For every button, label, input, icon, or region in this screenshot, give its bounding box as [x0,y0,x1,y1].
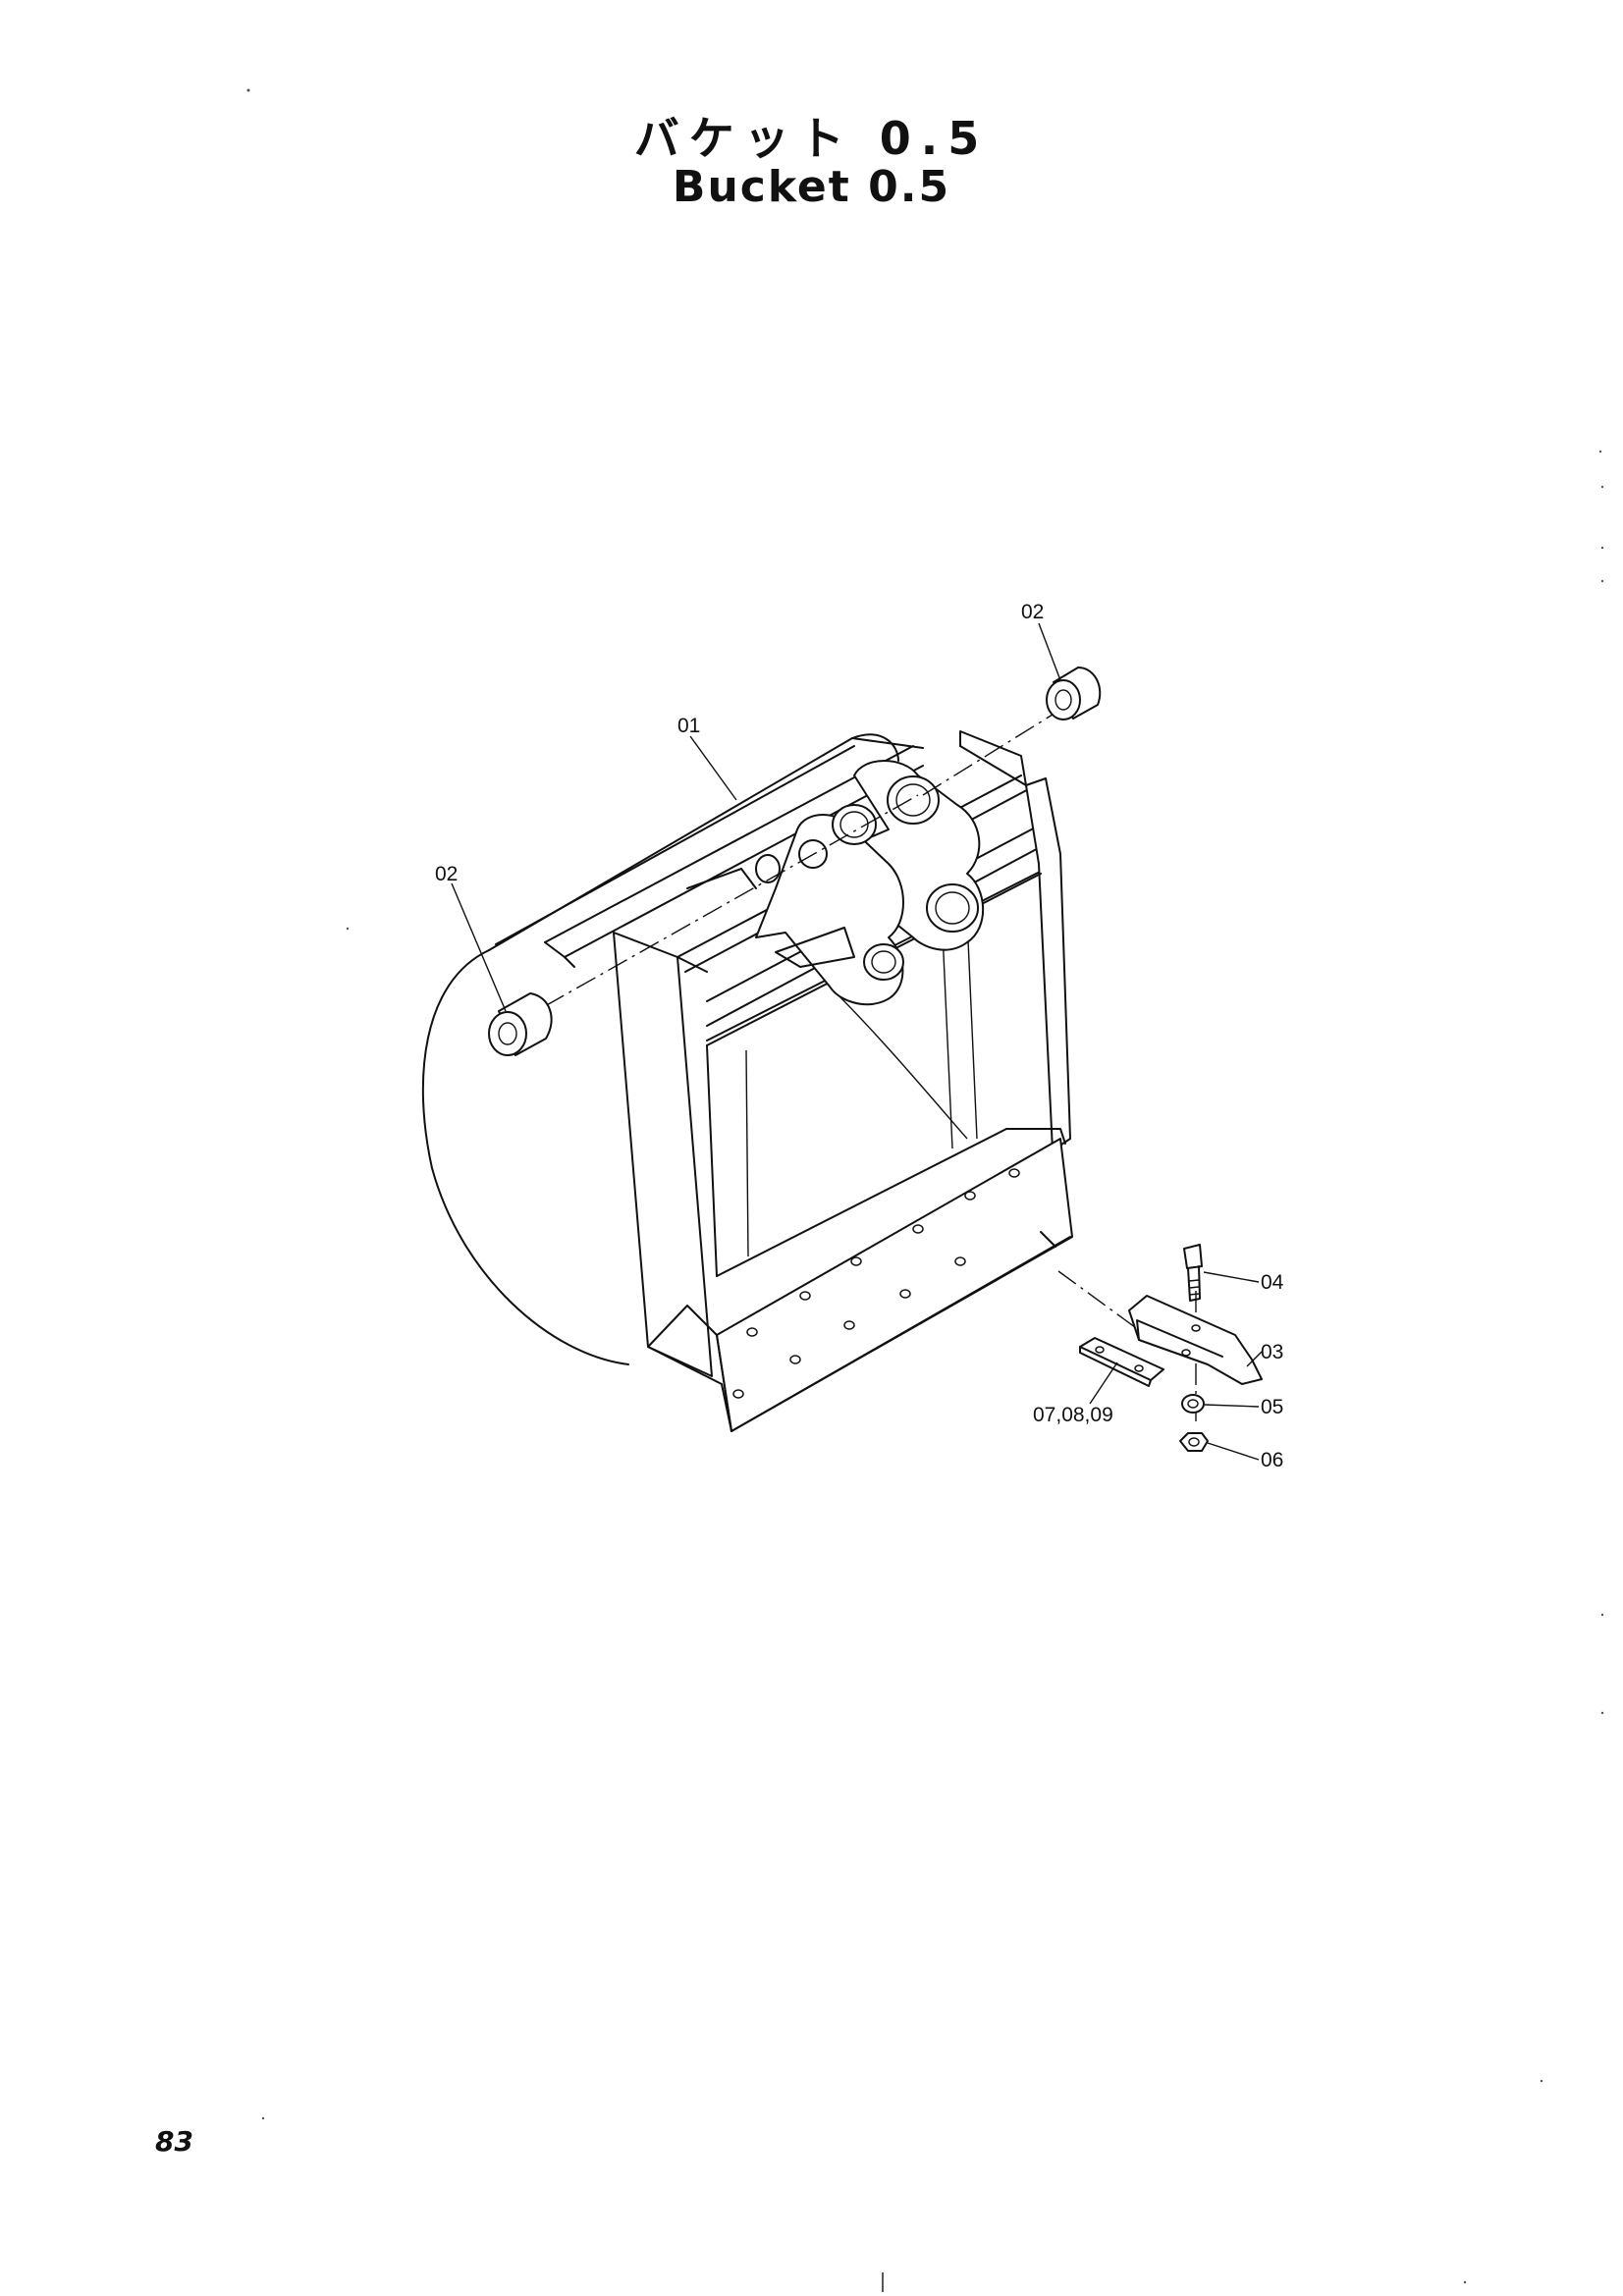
bolt-04 [1183,1244,1203,1302]
callout-06: 06 [1261,1449,1283,1471]
callout-02-left: 02 [435,863,458,885]
callout-02-upper: 02 [1021,601,1044,623]
callout-05: 05 [1261,1396,1283,1418]
callout-01: 01 [677,715,700,737]
pin-bracket [686,760,985,1006]
nut-06 [1179,1432,1209,1452]
shim-plate-07-08-09 [1079,1337,1164,1387]
callout-07-08-09: 07,08,09 [1033,1404,1113,1426]
washer-05 [1181,1394,1205,1414]
page-title-japanese: バケット 0.5 [633,112,990,165]
callout-03: 03 [1261,1341,1283,1363]
pin-centerline-lower [544,794,919,1007]
pin-centerline-upper [922,704,1069,796]
bucket-body [421,730,1073,1432]
page-title-english: Bucket 0.5 [672,162,951,212]
tooth-03 [1128,1295,1263,1385]
bushing-02-upper [1046,667,1102,721]
leader-lines [451,622,1263,1461]
page-number: 83 [155,2125,193,2158]
bushing-02-left [488,992,553,1056]
tooth-centerline [1057,1270,1140,1331]
cutting-edge-holes [732,1168,1020,1399]
scan-specks [246,88,1604,2292]
callout-04: 04 [1261,1271,1284,1294]
